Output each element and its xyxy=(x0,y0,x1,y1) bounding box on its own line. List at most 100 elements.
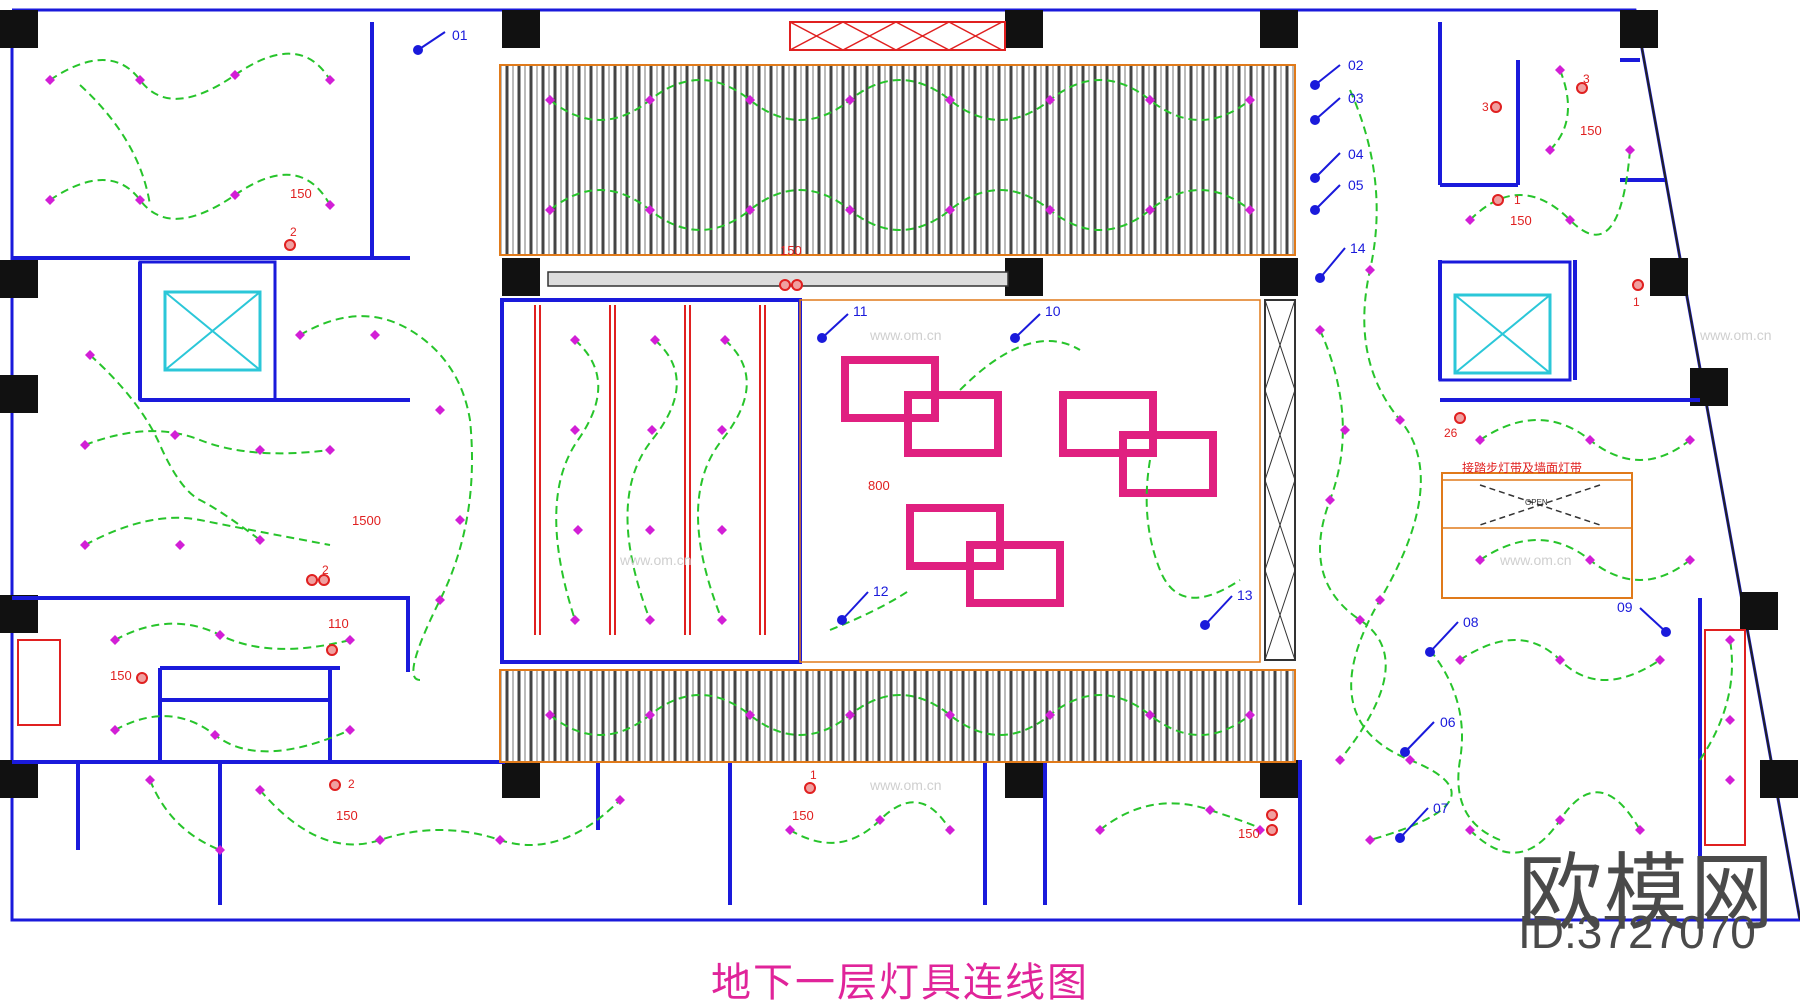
structural-columns xyxy=(0,10,1798,798)
dimension-800: 800 xyxy=(868,478,890,493)
column xyxy=(1005,258,1043,296)
homerun-arrow xyxy=(1314,152,1341,179)
light-fixture xyxy=(45,195,55,205)
light-fixture xyxy=(215,845,225,855)
homerun-arrow xyxy=(1314,97,1341,121)
interior-walls xyxy=(12,22,1702,905)
light-fixture xyxy=(645,205,655,215)
homerun-dot xyxy=(1400,747,1410,757)
light-fixture xyxy=(255,445,265,455)
light-fixture xyxy=(1145,95,1155,105)
light-fixture xyxy=(1405,755,1415,765)
light-fixture xyxy=(645,615,655,625)
dimension-150: 150 xyxy=(1238,826,1260,841)
column xyxy=(1650,258,1688,296)
switches xyxy=(136,82,1644,836)
light-fixture xyxy=(573,525,583,535)
light-fixture xyxy=(135,75,145,85)
column xyxy=(0,760,38,798)
light-fixture xyxy=(345,725,355,735)
light-fixture xyxy=(1340,425,1350,435)
light-fixture xyxy=(1465,215,1475,225)
light-fixture xyxy=(1635,825,1645,835)
light-fixture xyxy=(325,75,335,85)
light-fixture xyxy=(1475,435,1485,445)
light-fixture xyxy=(495,835,505,845)
light-fixture xyxy=(110,635,120,645)
light-fixture xyxy=(80,440,90,450)
dimension-150: 150 xyxy=(110,668,132,683)
column xyxy=(0,260,38,298)
light-fixture xyxy=(1045,95,1055,105)
circuit-label-05: 05 xyxy=(1348,177,1364,193)
light-fixture xyxy=(717,425,727,435)
light-fixture xyxy=(1335,755,1345,765)
homerun-arrow xyxy=(841,591,869,621)
light-fixture xyxy=(545,710,555,720)
light-fixture xyxy=(647,425,657,435)
switch-number-2: 2 xyxy=(290,225,297,239)
light-fixture xyxy=(1545,145,1555,155)
drawing-title: 地下一层灯具连线图 xyxy=(711,960,1089,1006)
homerun-arrow xyxy=(1319,247,1346,279)
dimension-110: 110 xyxy=(328,616,349,631)
light-fixture xyxy=(845,95,855,105)
light-fixture xyxy=(1245,205,1255,215)
dimension-150: 150 xyxy=(780,243,802,258)
light-fixture xyxy=(295,330,305,340)
light-fixture xyxy=(1045,710,1055,720)
louver-ceiling-zones xyxy=(499,21,1296,763)
circuit-label-03: 03 xyxy=(1348,90,1364,106)
dimension-1500: 1500 xyxy=(352,513,381,528)
homerun-dot xyxy=(1315,273,1325,283)
light-fixture xyxy=(875,815,885,825)
light-fixture xyxy=(255,535,265,545)
dimension-150: 150 xyxy=(1580,123,1602,138)
faint-site-watermark: www.om.cn xyxy=(869,777,942,793)
dimension-150: 150 xyxy=(290,186,312,201)
light-fixture xyxy=(1585,435,1595,445)
light-fixture xyxy=(1355,615,1365,625)
light-fixtures xyxy=(45,65,1735,855)
faint-site-watermark: www.om.cn xyxy=(869,327,942,343)
column xyxy=(1005,10,1043,48)
light-fixture xyxy=(375,835,385,845)
light-fixture xyxy=(1045,205,1055,215)
homerun-dot xyxy=(1310,115,1320,125)
circuit-label-09: 09 xyxy=(1617,599,1633,615)
light-fixture xyxy=(945,95,955,105)
switch-number-26: 26 xyxy=(1444,426,1458,440)
light-fixture xyxy=(135,195,145,205)
faint-site-watermark: www.om.cn xyxy=(619,552,692,568)
light-fixture xyxy=(1625,145,1635,155)
column xyxy=(1260,760,1298,798)
circuit-label-08: 08 xyxy=(1463,614,1479,630)
light-fixture xyxy=(1145,205,1155,215)
light-fixture xyxy=(1685,435,1695,445)
homerun-dot xyxy=(1310,205,1320,215)
circuit-label-04: 04 xyxy=(1348,146,1364,162)
column xyxy=(502,258,540,296)
light-fixture xyxy=(1365,265,1375,275)
light-fixture xyxy=(1685,555,1695,565)
stair-note: 接踏步灯带及墙面灯带 xyxy=(1462,460,1582,475)
light-fixture xyxy=(1555,655,1565,665)
light-fixture xyxy=(145,775,155,785)
light-fixture xyxy=(175,540,185,550)
light-fixture xyxy=(945,825,955,835)
light-fixture xyxy=(1465,825,1475,835)
light-fixture xyxy=(945,205,955,215)
light-fixture xyxy=(645,710,655,720)
homerun-arrow xyxy=(821,313,849,339)
light-fixture xyxy=(1255,825,1265,835)
watermark-logo: 欧模网 xyxy=(1518,844,1777,942)
light-fixture xyxy=(785,825,795,835)
circuit-label-13: 13 xyxy=(1237,587,1253,603)
light-fixture xyxy=(1565,215,1575,225)
dimension-150: 150 xyxy=(1510,213,1532,228)
circuit-label-07: 07 xyxy=(1433,800,1449,816)
light-fixture xyxy=(230,70,240,80)
homerun-dot xyxy=(817,333,827,343)
column xyxy=(502,760,540,798)
homerun-arrow xyxy=(417,31,446,51)
